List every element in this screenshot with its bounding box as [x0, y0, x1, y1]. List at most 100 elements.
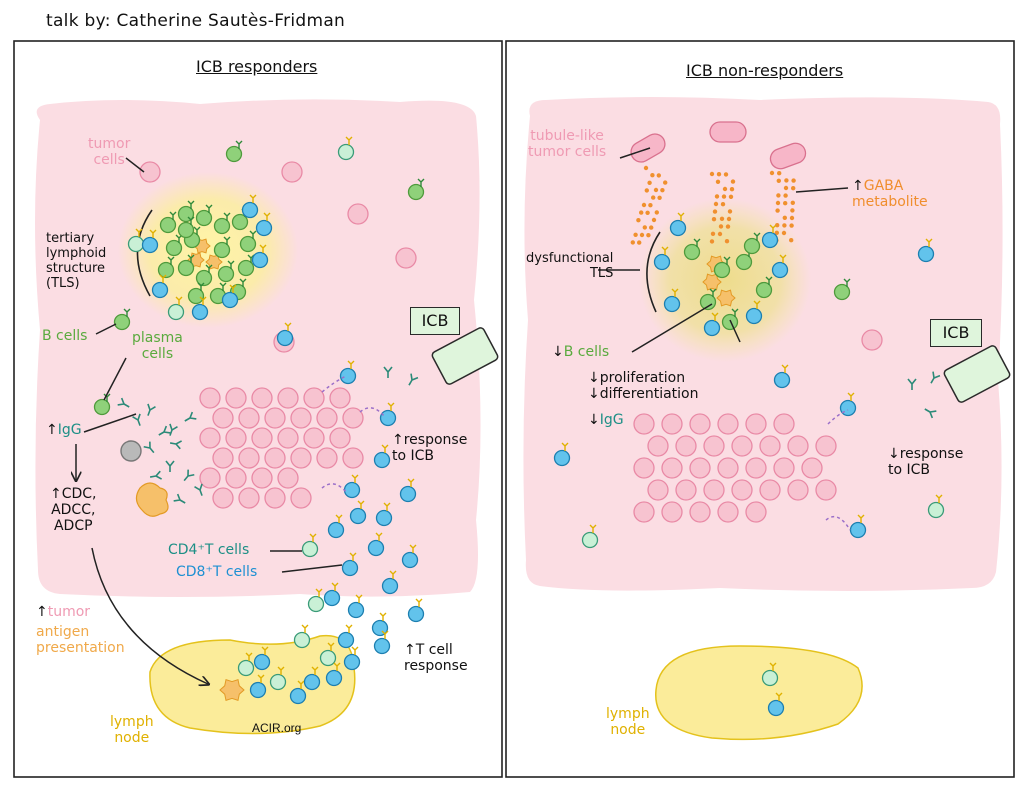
pointer-b-cells [95, 323, 117, 335]
tumor-cell [717, 501, 739, 523]
gaba-dot [639, 210, 644, 215]
tumor-antigen [219, 678, 245, 702]
gaba-dot [722, 186, 728, 192]
cd8-t-cell [251, 251, 269, 269]
cd8-t-cell [289, 687, 307, 705]
gaba-dot [710, 231, 716, 236]
gaba-dot [636, 218, 641, 223]
tumor-cell [745, 457, 767, 479]
igg-antibody [132, 413, 141, 426]
complement-cell [120, 440, 142, 462]
cd8-t-cell [653, 253, 671, 271]
tumor-cell [290, 407, 312, 429]
cd8-t-cell [375, 509, 393, 527]
cell-receptor [345, 136, 353, 145]
cd8-t-cell [373, 451, 391, 469]
tumor-cell [277, 427, 299, 449]
gaba-dot [775, 208, 780, 213]
cell-receptor [661, 246, 669, 255]
cd8-t-cell [341, 559, 359, 577]
b-cell [237, 259, 255, 277]
cell-receptor [375, 532, 383, 541]
tumor-cell [281, 161, 303, 183]
igg-antibody [907, 378, 917, 390]
presentation-up-arrow: ↑ [36, 604, 48, 620]
label-cd8-tcells: CD8⁺T cells [176, 564, 258, 580]
gaba-dot [709, 239, 715, 244]
label-tumor-cells: tumor cells [88, 136, 131, 169]
cell-receptor [355, 594, 363, 603]
tumor-cell [212, 407, 234, 429]
cd8-t-cell [339, 367, 357, 385]
cd4-t-cell [167, 303, 185, 321]
b-cell [217, 265, 235, 283]
cell-receptor [263, 212, 271, 221]
igg-antibody [149, 470, 163, 480]
cd4-t-cell [319, 649, 337, 667]
tumor-cell [675, 435, 697, 457]
cell-receptor [347, 360, 355, 369]
cd8-t-cell [669, 219, 687, 237]
tumor-cell [199, 467, 221, 489]
tumor-cell [303, 387, 325, 409]
right-panel-title: ICB non-responders [686, 61, 844, 80]
gaba-dot [644, 188, 649, 193]
tumor-cell [633, 457, 655, 479]
tumor-cell [277, 387, 299, 409]
tumor-cell [689, 457, 711, 479]
bcells-down-arrow: ↓ [552, 344, 564, 360]
igg-antibody [158, 425, 171, 436]
cd8-t-cell [327, 521, 345, 539]
tumor-cell [633, 501, 655, 523]
cd8-t-cell [151, 281, 169, 299]
b-cell [165, 239, 183, 257]
gaba-dot [723, 172, 729, 177]
tumor-cell [316, 407, 338, 429]
gaba-dot [715, 179, 721, 184]
cd8-t-cell [221, 291, 239, 309]
b-cell [833, 283, 851, 301]
igg-up-arrow: ↑ [46, 422, 58, 438]
label-tumor-word: tumor [47, 604, 91, 620]
tumor-cell [342, 447, 364, 469]
cd8-t-cell [767, 699, 785, 717]
cell-receptor [711, 312, 719, 321]
tumor-cell [815, 479, 837, 501]
cell-receptor [205, 264, 213, 273]
label-b-cells-right: B cells [563, 344, 610, 360]
igg-antibody [117, 397, 130, 408]
gaba-dot [775, 223, 780, 228]
b-cell [231, 213, 249, 231]
cell-receptor [753, 300, 761, 309]
cell-receptor [379, 612, 387, 621]
cd8-t-cell [241, 201, 259, 219]
tubule-cell-group [630, 121, 807, 170]
tumor-cell [689, 501, 711, 523]
cd4-t-cell [581, 531, 599, 549]
tumor-cell [731, 435, 753, 457]
cell-receptor [409, 544, 417, 553]
pointer-tumor-cells [125, 157, 145, 173]
igg-down-arrow: ↓ [588, 412, 600, 428]
cell-receptor [167, 256, 175, 265]
cd4-t-cell [761, 669, 779, 687]
icb-syringe-right [943, 345, 1011, 403]
igg-antibody [383, 366, 393, 378]
cell-receptor [277, 666, 285, 675]
cell-receptor [765, 276, 773, 285]
cell-receptor [407, 478, 415, 487]
label-tubule-cells: tubule-like tumor cells [528, 128, 607, 161]
cell-receptor [175, 296, 183, 305]
gaba-dot [660, 188, 665, 193]
tumor-cell [225, 387, 247, 409]
tumor-cell [238, 407, 260, 429]
igg-antibody [165, 460, 175, 472]
tumor-cell [661, 413, 683, 435]
gaba-dot [651, 217, 657, 223]
cell-receptor [345, 624, 353, 633]
right-lymph-node [655, 645, 863, 741]
dysfunctional-tls-glow [639, 198, 811, 362]
tumor-cell [717, 413, 739, 435]
gaba-dot [729, 187, 735, 192]
gaba-dot [726, 216, 732, 222]
